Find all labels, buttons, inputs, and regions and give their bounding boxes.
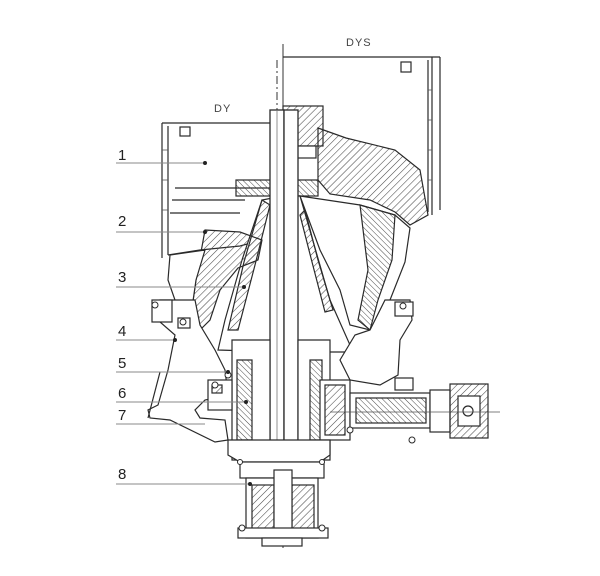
main-frame-left [147, 299, 229, 443]
dys-hopper [283, 56, 441, 215]
leader-lines [116, 162, 250, 485]
callout-7: 7 [118, 407, 127, 424]
label-dys: DYS [346, 37, 372, 49]
base-housing [227, 439, 331, 547]
callout-1: 1 [118, 147, 127, 164]
callout-5: 5 [118, 355, 127, 372]
callout-6: 6 [118, 385, 127, 402]
mantle-cone [217, 195, 351, 353]
countershaft-assembly [319, 377, 500, 441]
top-shell-right [299, 127, 429, 332]
bolts [151, 301, 416, 532]
eccentric-housing [207, 339, 331, 461]
callout-3: 3 [118, 269, 127, 286]
callout-8: 8 [118, 466, 127, 483]
leader-dots [173, 161, 252, 486]
main-shaft [269, 109, 299, 461]
label-dy: DY [214, 103, 232, 115]
callout-2: 2 [118, 213, 127, 230]
callout-4: 4 [118, 323, 127, 340]
